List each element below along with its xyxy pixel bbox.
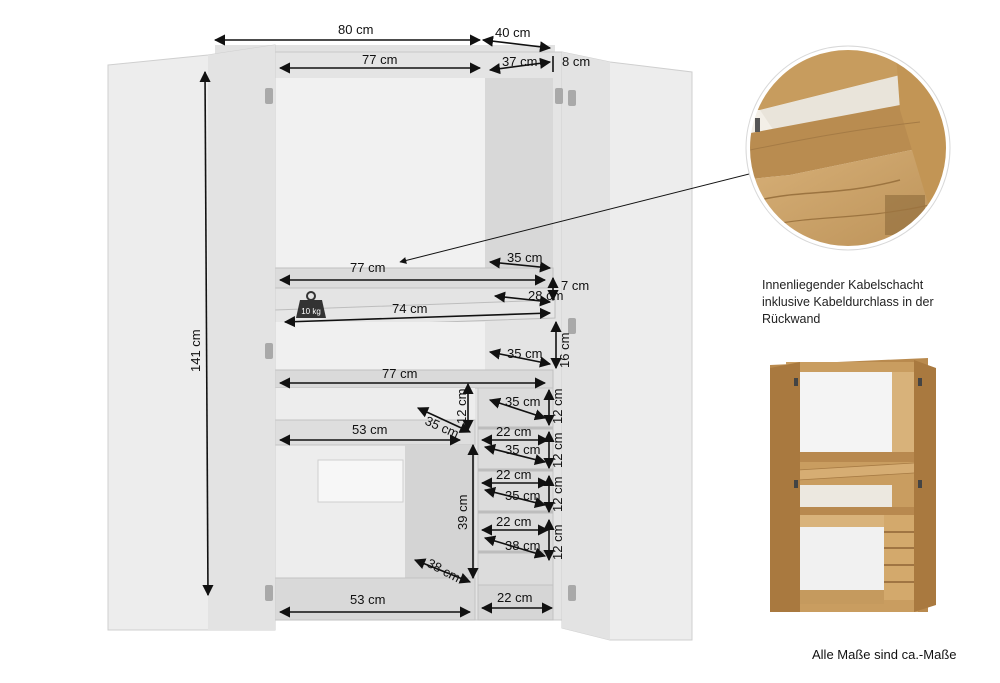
dim-lower-height: 39 cm — [455, 495, 470, 530]
dim-cubby1-height: 12 cm — [550, 389, 565, 424]
dim-height-total: 141 cm — [188, 329, 203, 372]
dim-top-panel: 8 cm — [562, 54, 590, 69]
dim-left-shelf-width: 53 cm — [352, 422, 387, 437]
dim-pullout-depth: 28 cm — [528, 288, 563, 303]
left-door-edge — [208, 45, 275, 630]
dim-cubby3-height: 12 cm — [550, 477, 565, 512]
weight-label: 10 kg — [301, 307, 321, 316]
dim-pullout-width: 74 cm — [392, 301, 427, 316]
dim-cubby2-height: 12 cm — [550, 433, 565, 468]
cabinet-back-upper — [275, 78, 485, 268]
cable-duct-caption: Innenliegender Kabelschacht inklusive Ka… — [762, 277, 982, 328]
approx-dimensions-note: Alle Maße sind ca.-Maße — [812, 647, 957, 662]
cabinet-back-mid — [275, 322, 485, 370]
dim-cubby2-width: 22 cm — [496, 424, 531, 439]
shelf-upper — [274, 267, 554, 289]
dim-cubby4-height: 12 cm — [550, 525, 565, 560]
dim-mid-width: 77 cm — [382, 366, 417, 381]
dim-mid-height: 16 cm — [557, 333, 572, 368]
dim-cubby4-depth: 38 cm — [505, 538, 540, 553]
dimension-lines — [199, 34, 766, 618]
dim-shelf-width-upper: 77 cm — [350, 260, 385, 275]
dim-shelf-depth-upper: 35 cm — [507, 250, 542, 265]
dim-cubby1-depth: 35 cm — [505, 394, 540, 409]
dim-bottom-width: 53 cm — [350, 592, 385, 607]
cable-cutout — [317, 459, 404, 503]
caption-line-2: inklusive Kabeldurchlass in der — [762, 295, 934, 309]
dim-depth-outer: 40 cm — [495, 25, 530, 40]
oak-cabinet — [770, 358, 936, 612]
dim-width-inner-top: 77 cm — [362, 52, 397, 67]
dim-cubby3-depth: 35 cm — [505, 488, 540, 503]
dim-gap-7: 7 cm — [561, 278, 589, 293]
dim-cubby2-depth: 35 cm — [505, 442, 540, 457]
dimension-labels: 80 cm 40 cm 77 cm 37 cm 8 cm 141 cm 77 c… — [188, 22, 590, 607]
dim-mid-depth: 35 cm — [507, 346, 542, 361]
cabinet-right-wall-upper — [485, 78, 553, 268]
dim-cubby4-width: 22 cm — [496, 514, 531, 529]
caption-line-1: Innenliegender Kabelschacht — [762, 278, 924, 292]
right-door-edge — [562, 52, 610, 640]
dim-depth-inner-top: 37 cm — [502, 54, 537, 69]
dim-left-shelf-height: 12 cm — [454, 389, 469, 424]
dim-width-outer: 80 cm — [338, 22, 373, 37]
dim-cubby3-width: 22 cm — [496, 467, 531, 482]
caption-line-3: Rückwand — [762, 312, 821, 326]
zoom-detail — [745, 45, 951, 251]
dim-bottom-right-width: 22 cm — [497, 590, 532, 605]
hinge-icons — [265, 88, 576, 601]
